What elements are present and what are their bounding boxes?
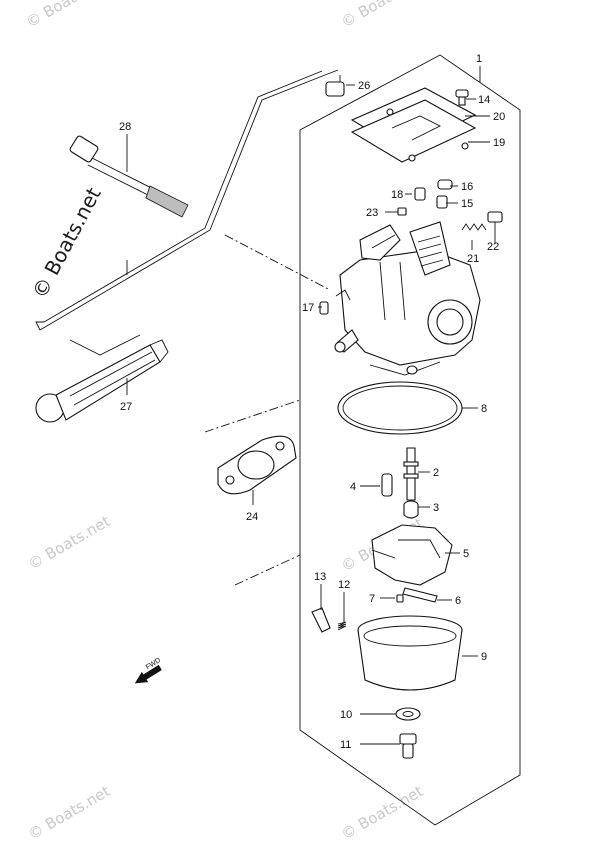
callout-13: 13 — [314, 571, 326, 583]
watermark-top-left: © Boats.net — [23, 0, 111, 31]
callout-4: 4 — [350, 481, 356, 493]
part-7-needle — [396, 594, 404, 603]
callout-2: 2 — [433, 467, 439, 479]
part-22-screw — [487, 211, 503, 238]
part-10-washer — [395, 707, 421, 721]
callout-7: 7 — [369, 593, 375, 605]
part-28-bolt — [69, 135, 189, 218]
callout-10: 10 — [340, 709, 352, 721]
callout-24: 24 — [246, 511, 258, 523]
callout-labels: 1 14 20 19 16 15 18 23 21 22 17 8 2 3 4 … — [119, 53, 505, 751]
watermark-side: © Boats.net — [27, 183, 106, 302]
part-13-screw — [311, 607, 331, 633]
watermark-mid-left: © Boats.net — [25, 512, 113, 573]
part-24-gasket — [217, 435, 297, 495]
part-6-float-pin — [402, 587, 438, 603]
part-17-screw — [319, 301, 329, 315]
callout-18: 18 — [391, 189, 403, 201]
callout-5: 5 — [463, 548, 469, 560]
callout-22: 22 — [487, 241, 499, 253]
callout-28: 28 — [119, 121, 131, 133]
callout-3: 3 — [433, 502, 439, 514]
svg-text:© Boats.net: © Boats.net — [338, 782, 426, 843]
assembly-frame — [299, 54, 521, 826]
callout-8: 8 — [481, 403, 487, 415]
svg-text:© Boats.net: © Boats.net — [25, 512, 113, 573]
svg-text:© Boats.net: © Boats.net — [25, 782, 113, 843]
part-4-pilot-jet — [381, 473, 393, 497]
part-21-spring — [461, 223, 487, 231]
callout-12: 12 — [338, 579, 350, 591]
part-2-jet-tube — [403, 447, 419, 501]
callout-19: 19 — [493, 137, 505, 149]
part-26-link-rod — [35, 69, 345, 331]
callout-21: 21 — [467, 253, 479, 265]
fwd-arrow: FWD — [134, 657, 162, 684]
callout-16: 16 — [461, 181, 473, 193]
watermark-bottom-right: © Boats.net — [338, 782, 426, 843]
callout-26: 26 — [358, 80, 370, 92]
svg-text:© Boats.net: © Boats.net — [338, 0, 426, 31]
callout-9: 9 — [481, 651, 487, 663]
svg-text:© Boats.net: © Boats.net — [27, 183, 106, 302]
callout-20: 20 — [493, 111, 505, 123]
svg-text:© Boats.net: © Boats.net — [23, 0, 111, 31]
callout-23: 23 — [366, 207, 378, 219]
part-9-float-bowl — [357, 615, 463, 691]
center-line-gasket — [204, 399, 301, 433]
part-1-carburetor-body — [334, 221, 481, 376]
callout-1: 1 — [476, 53, 482, 65]
callout-14: 14 — [478, 94, 490, 106]
part-11-drain-plug — [399, 733, 417, 759]
part-15-screw — [436, 195, 448, 209]
part-27-choke-knob — [35, 334, 169, 423]
part-19-gasket — [350, 99, 477, 163]
callout-6: 6 — [455, 595, 461, 607]
part-18-plug — [414, 187, 426, 201]
part-16-screw — [437, 179, 453, 190]
center-line-rod — [224, 234, 331, 291]
part-3-jet — [403, 500, 419, 519]
part-23-screw — [397, 207, 407, 216]
part-12-spring — [337, 621, 347, 631]
part-14-screw — [455, 89, 469, 106]
callout-15: 15 — [461, 198, 473, 210]
center-line-bottom — [234, 554, 301, 586]
callout-11: 11 — [340, 739, 351, 751]
watermark-bottom-left: © Boats.net — [25, 782, 113, 843]
callout-17: 17 — [302, 302, 314, 314]
callout-27: 27 — [120, 401, 132, 413]
leader-lines — [126, 66, 496, 745]
watermark-top-right: © Boats.net — [338, 0, 426, 31]
part-8-o-ring — [337, 381, 463, 435]
part-5-float — [371, 524, 453, 586]
